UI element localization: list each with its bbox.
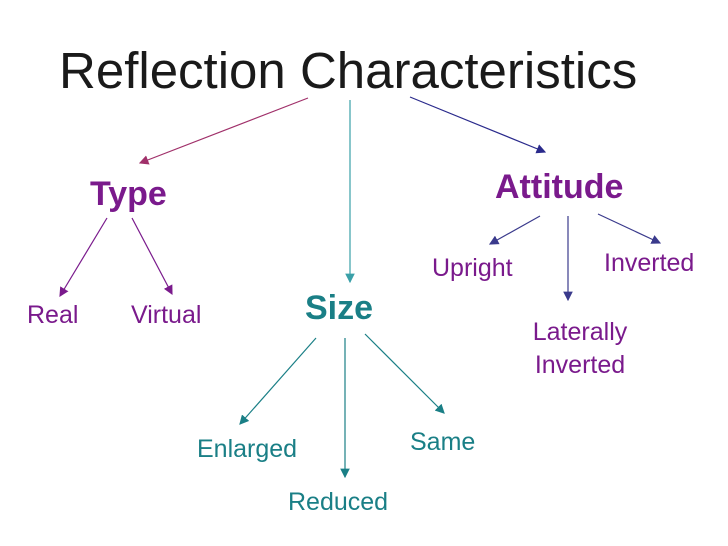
arrow-type-to-real xyxy=(59,217,108,298)
node-type: Type xyxy=(90,175,167,213)
arrow-title-to-attitude xyxy=(409,96,547,154)
diagram-title: Reflection Characteristics xyxy=(59,42,638,99)
node-laterally-line1: Laterally xyxy=(532,318,628,346)
arrow-type-to-virtual xyxy=(131,217,173,296)
node-reduced: Reduced xyxy=(288,488,389,516)
node-inverted: Inverted xyxy=(604,249,695,277)
arrow-attitude-to-upright xyxy=(488,215,541,245)
arrow-attitude-to-inverted xyxy=(597,213,662,244)
node-attitude: Attitude xyxy=(495,168,624,206)
node-real: Real xyxy=(27,301,79,329)
node-enlarged: Enlarged xyxy=(197,435,298,463)
node-upright: Upright xyxy=(432,254,513,282)
node-size: Size xyxy=(305,289,374,327)
node-same: Same xyxy=(410,428,476,456)
arrow-title-to-type xyxy=(138,97,309,165)
arrow-size-to-same xyxy=(364,333,445,414)
arrow-size-to-enlarged xyxy=(239,337,317,425)
node-laterally-inverted: Laterally Inverted xyxy=(512,316,648,381)
node-laterally-line2: Inverted xyxy=(534,350,626,379)
node-virtual: Virtual xyxy=(131,301,202,329)
